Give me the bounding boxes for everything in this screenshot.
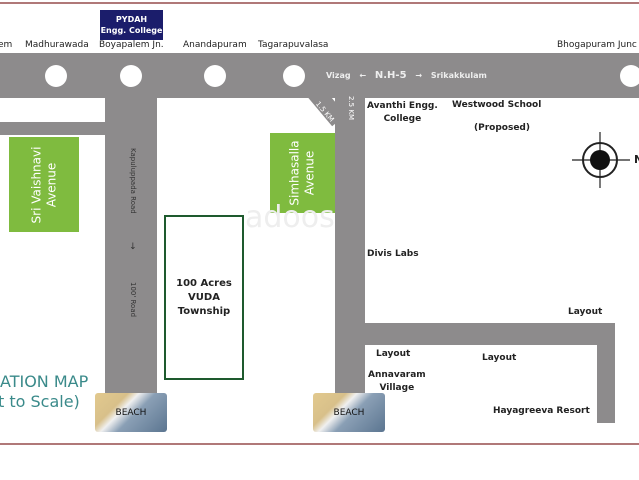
srikakkulam-label: Srikakkulam: [430, 71, 487, 80]
arrow-left-icon: ←: [359, 71, 367, 80]
venture-name: Simhasalla: [287, 140, 302, 206]
beach-image: BEACH: [313, 393, 385, 432]
beach-road: [365, 323, 615, 345]
landmark-line: Village: [379, 383, 415, 393]
beach-road-vertical: [597, 323, 615, 423]
avanthi-college: Avanthi Engg. College: [367, 100, 438, 126]
place-label: Tagarapuvalasa: [258, 40, 329, 50]
layout-label: Layout: [376, 349, 411, 359]
junction-marker: [45, 65, 67, 87]
left-road: [0, 122, 110, 135]
venture-name: Sri Vaishnavi: [29, 146, 44, 223]
hayagreeva-resort: Hayagreeva Resort: [493, 406, 590, 416]
place-label: Boyapalem Jn.: [99, 40, 164, 50]
junction-marker: [283, 65, 305, 87]
highway-label: Vizag ← N.H-5 → Srikakkulam: [326, 70, 487, 81]
pydah-line2: Engg. College: [100, 26, 163, 35]
junction-marker: [620, 65, 639, 87]
place-label: Anandapuram: [183, 40, 247, 50]
beach-label: BEACH: [333, 407, 365, 418]
township-line: Township: [177, 306, 231, 317]
junction-marker: [204, 65, 226, 87]
vuda-township: 100 Acres VUDA Township: [164, 215, 244, 380]
compass-icon: [572, 132, 630, 188]
top-border: [0, 2, 639, 4]
landmark-line: College: [383, 114, 422, 124]
distance-label: 2.5 KM: [347, 96, 355, 120]
township-line: VUDA: [188, 292, 220, 303]
title-line2: t to Scale): [0, 392, 80, 411]
proposed-label: (Proposed): [474, 123, 530, 133]
place-label: Madhurawada: [25, 40, 89, 50]
arrow-right-icon: →: [415, 71, 423, 80]
map-title: ATION MAP t to Scale): [0, 372, 88, 412]
kapuluppada-road: [105, 97, 157, 397]
pydah-line1: PYDAH: [115, 15, 148, 24]
layout-label: Layout: [568, 307, 603, 317]
landmark-line: Annavaram: [368, 370, 426, 380]
place-label: Bhogapuram Junc: [557, 40, 637, 50]
township-line: 100 Acres: [176, 278, 232, 289]
north-label: N: [634, 153, 639, 166]
nh5-label: N.H-5: [374, 70, 407, 81]
venture-name: Avenue: [44, 162, 59, 207]
title-line1: ATION MAP: [0, 372, 89, 391]
landmark-line: Avanthi Engg.: [367, 101, 438, 111]
arrow-down-icon: →: [127, 242, 137, 250]
road-width-label: 100' Road: [129, 282, 137, 318]
beach-image: BEACH: [95, 393, 167, 432]
place-label: em: [0, 40, 13, 50]
divis-labs: Divis Labs: [367, 249, 419, 259]
layout-label: Layout: [482, 353, 517, 363]
right-vertical-road: [335, 97, 365, 400]
bottom-border: [0, 443, 639, 445]
junction-marker: [120, 65, 142, 87]
westwood-school: Westwood School: [452, 100, 542, 110]
vizag-label: Vizag: [326, 71, 351, 80]
beach-label: BEACH: [115, 407, 147, 418]
kapuluppada-road-label: Kapuluppada Road: [129, 148, 137, 214]
pydah-college-badge: PYDAH Engg. College: [100, 10, 163, 40]
venture-name: Avenue: [302, 150, 317, 196]
watermark: adoos: [245, 200, 335, 235]
